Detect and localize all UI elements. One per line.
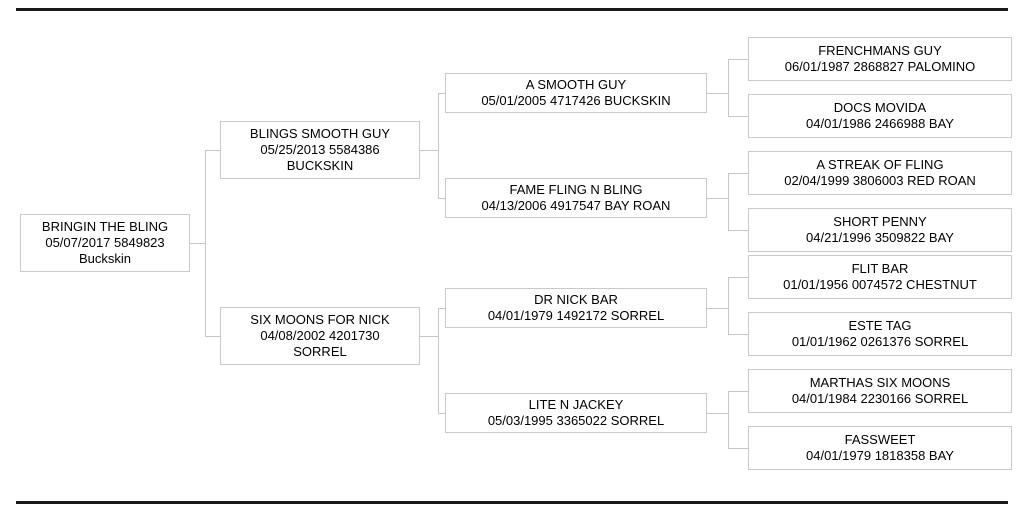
pedigree-node-dam-sire-dam: ESTE TAG 01/01/1962 0261376 SORREL <box>748 312 1012 356</box>
horse-name: DOCS MOVIDA <box>833 100 927 115</box>
pedigree-node-sire: BLINGS SMOOTH GUY 05/25/2013 5584386 BUC… <box>220 121 420 179</box>
divider-bottom <box>16 501 1008 504</box>
horse-color: BUCKSKIN <box>286 158 354 173</box>
connector-line <box>728 173 748 174</box>
connector-line <box>438 308 445 309</box>
horse-color: SORREL <box>293 344 347 359</box>
connector-line <box>728 334 748 335</box>
connector-line <box>707 413 728 414</box>
connector-line <box>420 336 438 337</box>
horse-name: FLIT BAR <box>851 261 909 276</box>
horse-color: Buckskin <box>78 251 132 266</box>
connector-line <box>728 173 729 231</box>
horse-details: 04/01/1979 1492172 SORREL <box>487 308 665 323</box>
connector-line <box>728 277 729 335</box>
pedigree-node-dam-sire: DR NICK BAR 04/01/1979 1492172 SORREL <box>445 288 707 328</box>
pedigree-node-sire-dam-sire: A STREAK OF FLING 02/04/1999 3806003 RED… <box>748 151 1012 195</box>
horse-name: ESTE TAG <box>848 318 912 333</box>
connector-line <box>728 59 748 60</box>
pedigree-node-dam-sire-sire: FLIT BAR 01/01/1956 0074572 CHESTNUT <box>748 255 1012 299</box>
connector-line <box>707 308 728 309</box>
connector-line <box>728 391 729 449</box>
pedigree-node-dam: SIX MOONS FOR NICK 04/08/2002 4201730 SO… <box>220 307 420 365</box>
connector-line <box>438 198 445 199</box>
horse-name: SHORT PENNY <box>833 214 927 229</box>
horse-name: BLINGS SMOOTH GUY <box>249 126 391 141</box>
horse-name: FASSWEET <box>844 432 916 447</box>
horse-name: A SMOOTH GUY <box>525 77 627 92</box>
connector-line <box>728 230 748 231</box>
horse-details: 05/07/2017 5849823 <box>45 235 165 250</box>
connector-line <box>728 448 748 449</box>
pedigree-node-sire-sire: A SMOOTH GUY 05/01/2005 4717426 BUCKSKIN <box>445 73 707 113</box>
horse-name: FAME FLING N BLING <box>509 182 643 197</box>
horse-name: LITE N JACKEY <box>528 397 624 412</box>
pedigree-node-sire-sire-dam: DOCS MOVIDA 04/01/1986 2466988 BAY <box>748 94 1012 138</box>
connector-line <box>190 243 205 244</box>
connector-line <box>728 277 748 278</box>
pedigree-node-sire-dam-dam: SHORT PENNY 04/21/1996 3509822 BAY <box>748 208 1012 252</box>
connector-line <box>728 59 729 117</box>
horse-details: 04/13/2006 4917547 BAY ROAN <box>481 198 671 213</box>
connector-line <box>205 336 220 337</box>
horse-details: 04/08/2002 4201730 <box>260 328 380 343</box>
horse-details: 04/01/1979 1818358 BAY <box>806 448 954 463</box>
connector-line <box>420 150 438 151</box>
horse-details: 06/01/1987 2868827 PALOMINO <box>784 59 976 74</box>
horse-name: DR NICK BAR <box>534 292 618 307</box>
pedigree-node-sire-sire-sire: FRENCHMANS GUY 06/01/1987 2868827 PALOMI… <box>748 37 1012 81</box>
horse-details: 04/01/1984 2230166 SORREL <box>791 391 969 406</box>
connector-line <box>728 391 748 392</box>
divider-top <box>16 8 1008 11</box>
pedigree-node-dam-dam-sire: MARTHAS SIX MOONS 04/01/1984 2230166 SOR… <box>748 369 1012 413</box>
horse-details: 04/01/1986 2466988 BAY <box>806 116 954 131</box>
connector-line <box>205 150 220 151</box>
connector-line <box>728 116 748 117</box>
connector-line <box>707 93 728 94</box>
horse-details: 01/01/1956 0074572 CHESTNUT <box>783 277 977 292</box>
connector-line <box>707 198 728 199</box>
horse-name: BRINGIN THE BLING <box>41 219 169 234</box>
horse-details: 01/01/1962 0261376 SORREL <box>791 334 969 349</box>
pedigree-node-dam-dam-dam: FASSWEET 04/01/1979 1818358 BAY <box>748 426 1012 470</box>
pedigree-node-sire-dam: FAME FLING N BLING 04/13/2006 4917547 BA… <box>445 178 707 218</box>
connector-line <box>438 308 439 414</box>
connector-line <box>438 93 445 94</box>
horse-name: A STREAK OF FLING <box>816 157 944 172</box>
connector-line <box>205 150 206 337</box>
horse-details: 05/25/2013 5584386 <box>260 142 380 157</box>
connector-line <box>438 413 445 414</box>
horse-details: 05/01/2005 4717426 BUCKSKIN <box>481 93 671 108</box>
connector-line <box>438 93 439 199</box>
pedigree-node-dam-dam: LITE N JACKEY 05/03/1995 3365022 SORREL <box>445 393 707 433</box>
horse-name: MARTHAS SIX MOONS <box>809 375 951 390</box>
horse-name: FRENCHMANS GUY <box>818 43 942 58</box>
pedigree-node-subject: BRINGIN THE BLING 05/07/2017 5849823 Buc… <box>20 214 190 272</box>
horse-name: SIX MOONS FOR NICK <box>250 312 390 327</box>
horse-details: 05/03/1995 3365022 SORREL <box>487 413 665 428</box>
horse-details: 02/04/1999 3806003 RED ROAN <box>784 173 976 188</box>
horse-details: 04/21/1996 3509822 BAY <box>806 230 954 245</box>
